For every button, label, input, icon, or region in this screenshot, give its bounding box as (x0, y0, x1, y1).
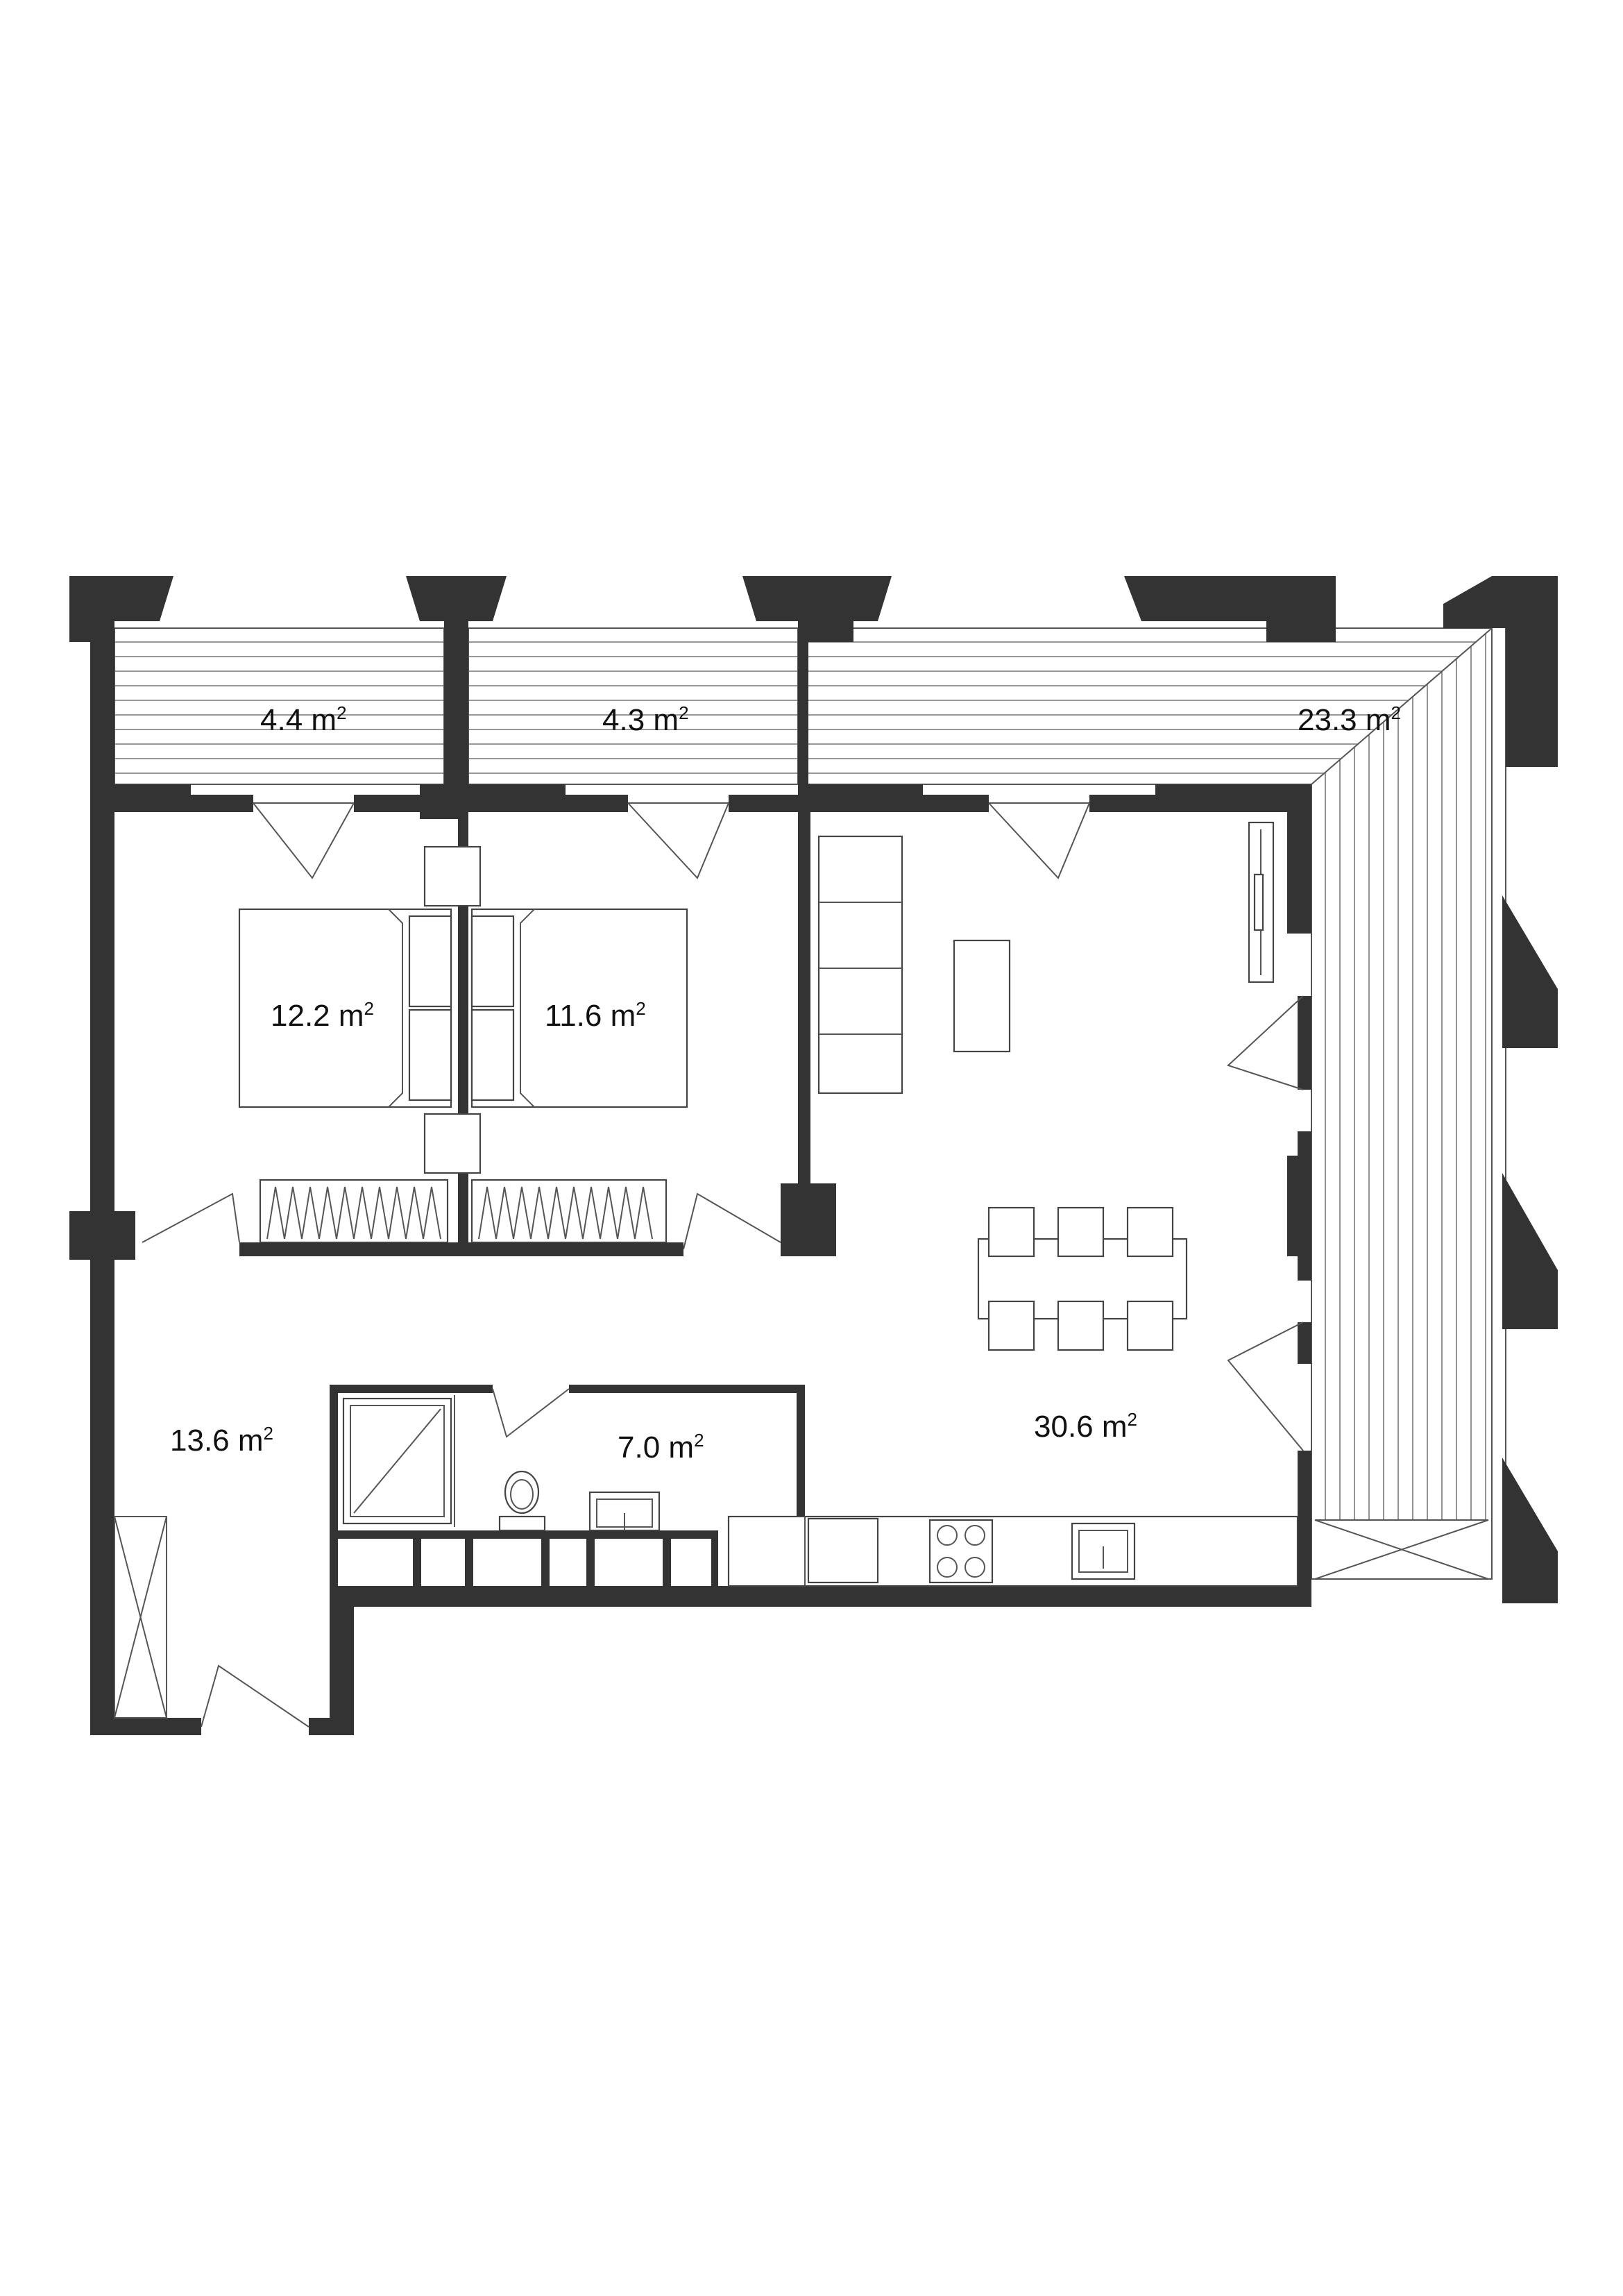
area-labels: 4.4 m2 4.3 m2 23.3 m2 12.2 m2 11.6 m2 13… (170, 702, 1401, 1464)
area-label-balcony-1: 4.4 m2 (260, 702, 347, 737)
doors (114, 802, 1304, 1728)
area-label-bedroom-2: 11.6 m2 (545, 998, 646, 1033)
area-label-bathroom: 7.0 m2 (618, 1430, 704, 1464)
furniture (238, 821, 1299, 1587)
area-label-balcony-2: 4.3 m2 (602, 702, 689, 737)
area-label-bedroom-1: 12.2 m2 (271, 998, 374, 1033)
walls (69, 576, 1558, 1735)
area-label-living: 30.6 m2 (1034, 1409, 1137, 1444)
area-label-terrace: 23.3 m2 (1298, 702, 1401, 737)
area-label-hallway: 13.6 m2 (170, 1423, 273, 1458)
